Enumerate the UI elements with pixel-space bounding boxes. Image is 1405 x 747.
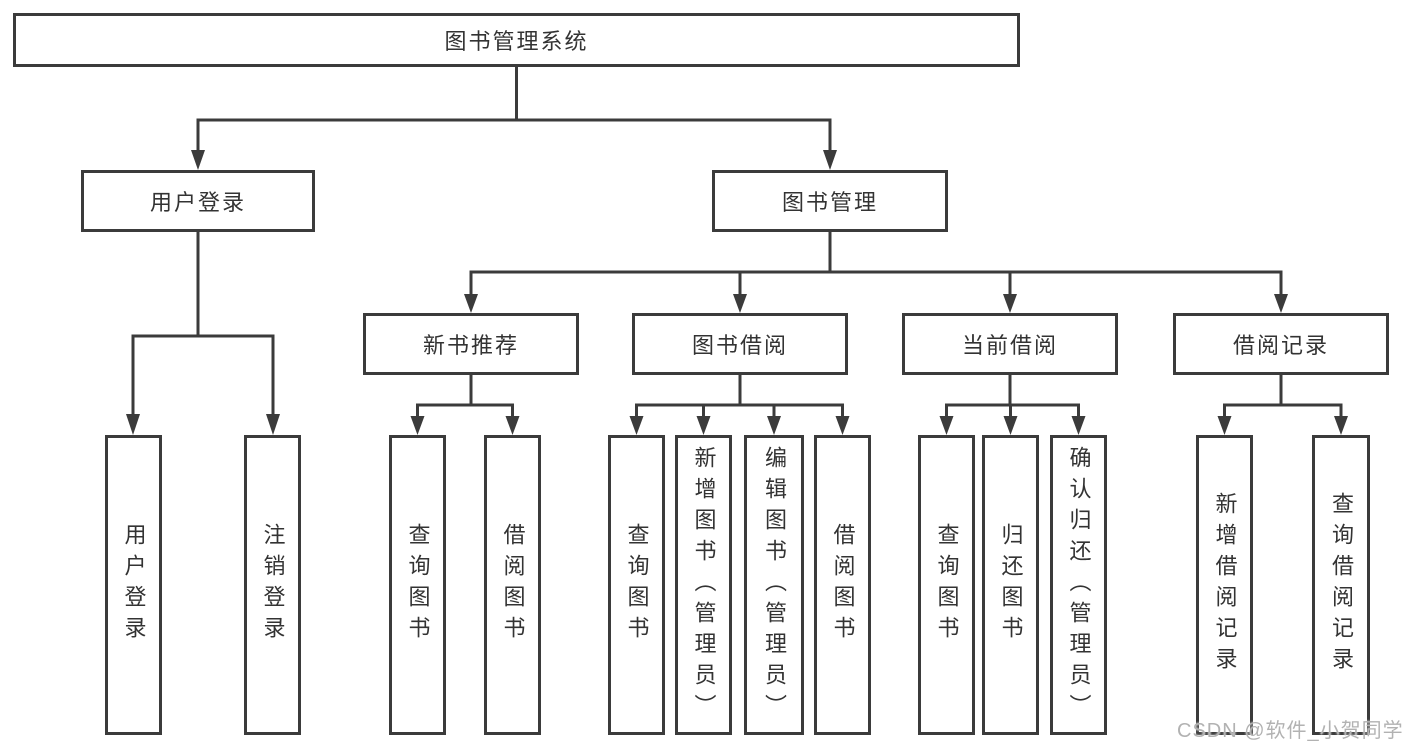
node-current-borrow-label: 当前借阅 (961, 333, 1058, 358)
leaf-user-login-label: 用户登录 (121, 523, 147, 647)
node-current-borrow: 当前借阅 (902, 313, 1118, 375)
leaf-query-books-recommend-label: 查询图书 (405, 523, 431, 647)
connector-line (1223, 373, 1343, 418)
leaf-borrow-books-borrow-label: 借阅图书 (830, 523, 856, 647)
leaf-confirm-return-admin: 确认归还（管理员） (1050, 435, 1107, 735)
connector-borrow-records-to-leaves (1217, 373, 1348, 435)
node-new-book-recommend-label: 新书推荐 (422, 333, 519, 358)
node-new-book-recommend: 新书推荐 (363, 313, 579, 375)
node-book-management-label: 图书管理 (781, 190, 878, 215)
leaf-query-borrow-record-label: 查询借阅记录 (1329, 492, 1354, 678)
arrowhead-down (629, 416, 850, 435)
leaf-query-books-current: 查询图书 (918, 435, 975, 735)
connector-book-borrow-to-leaves (629, 373, 850, 435)
leaf-query-books-borrow: 查询图书 (608, 435, 665, 735)
node-book-management: 图书管理 (712, 170, 948, 232)
leaf-borrow-books-borrow: 借阅图书 (814, 435, 871, 735)
node-book-borrow-label: 图书借阅 (691, 333, 788, 358)
leaf-query-books-borrow-label: 查询图书 (624, 523, 650, 647)
arrowhead-down (464, 294, 1288, 313)
leaf-return-books: 归还图书 (982, 435, 1039, 735)
leaf-query-books-recommend: 查询图书 (389, 435, 446, 735)
leaf-add-books-admin: 新增图书（管理员） (675, 435, 732, 735)
leaf-return-books-label: 归还图书 (998, 523, 1024, 647)
node-root: 图书管理系统 (13, 13, 1020, 67)
leaf-logout-label: 注销登录 (260, 523, 286, 647)
leaf-logout: 注销登录 (244, 435, 301, 735)
connector-line (945, 373, 1080, 418)
connector-current-borrow-to-leaves (939, 373, 1086, 435)
leaf-edit-books-admin: 编辑图书（管理员） (744, 435, 804, 735)
leaf-borrow-books-recommend-label: 借阅图书 (500, 523, 526, 647)
leaf-borrow-books-recommend: 借阅图书 (484, 435, 541, 735)
arrowhead-down (1217, 416, 1348, 435)
connector-line (635, 373, 844, 418)
node-book-borrow: 图书借阅 (632, 313, 848, 375)
connector-new-book-recommend-to-leaves (410, 373, 520, 435)
connector-line (469, 230, 1283, 296)
leaf-query-books-current-label: 查询图书 (934, 523, 960, 647)
csdn-watermark: CSDN @软件_小贺同学 (1177, 720, 1404, 742)
connector-root-to-level2 (191, 66, 837, 170)
node-user-login: 用户登录 (81, 170, 315, 232)
leaf-user-login: 用户登录 (105, 435, 162, 735)
leaf-add-books-admin-label: 新增图书（管理员） (691, 445, 717, 725)
arrowhead-down (126, 414, 280, 435)
arrowhead-down (939, 416, 1086, 435)
connector-line (416, 373, 514, 418)
node-borrow-records-label: 借阅记录 (1232, 333, 1329, 358)
connector-line (196, 66, 832, 152)
node-root-label: 图书管理系统 (444, 29, 589, 54)
arrowhead-down (410, 416, 520, 435)
leaf-query-borrow-record: 查询借阅记录 (1312, 435, 1370, 735)
leaf-confirm-return-admin-label: 确认归还（管理员） (1066, 445, 1092, 725)
connector-user-login-to-leaves (126, 230, 280, 435)
connector-line (131, 230, 275, 416)
leaf-add-borrow-record-label: 新增借阅记录 (1212, 492, 1238, 678)
connector-book-management-to-level3 (464, 230, 1288, 313)
node-borrow-records: 借阅记录 (1173, 313, 1389, 375)
leaf-edit-books-admin-label: 编辑图书（管理员） (762, 445, 787, 725)
arrowhead-down (191, 150, 837, 170)
node-user-login-label: 用户登录 (149, 190, 246, 215)
leaf-add-borrow-record: 新增借阅记录 (1196, 435, 1253, 735)
